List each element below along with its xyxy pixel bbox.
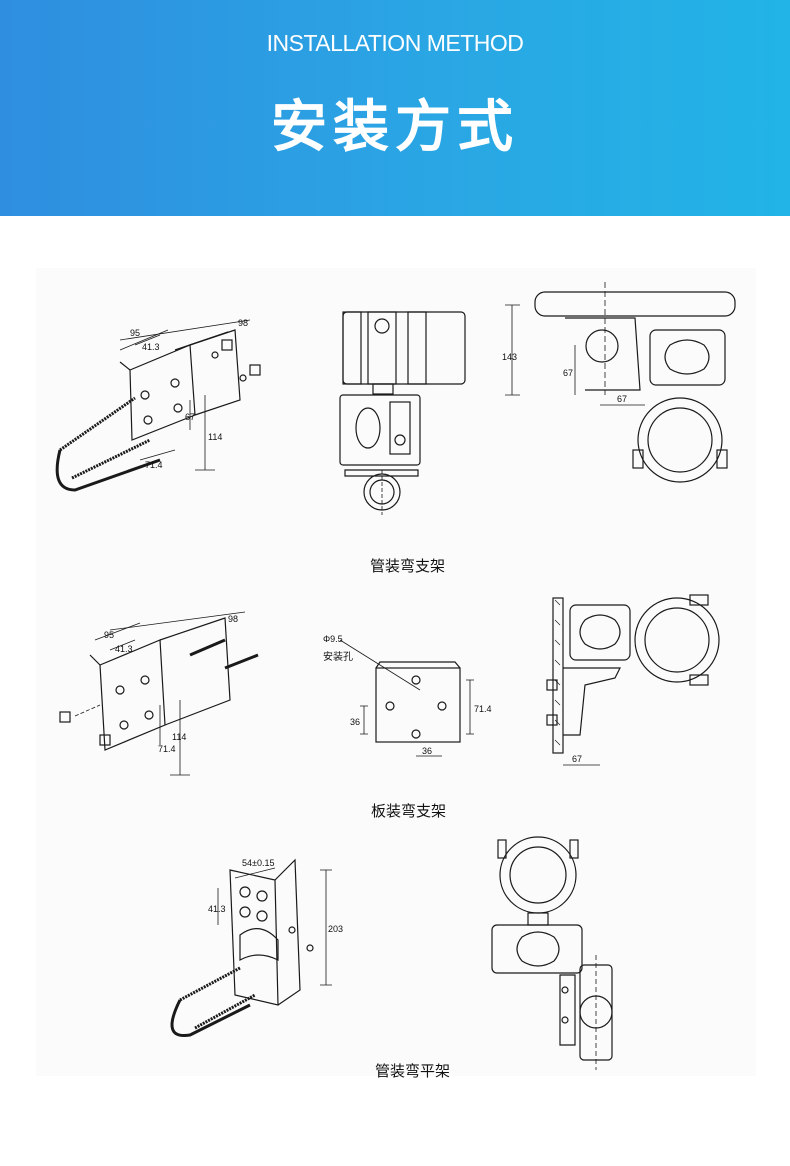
dim-41-3: 41.3	[142, 342, 160, 352]
dim-98: 98	[238, 318, 248, 328]
dim-hole-diameter: Φ9.5	[323, 634, 343, 644]
drawing-panel	[36, 268, 756, 1076]
dim-114: 114	[208, 432, 222, 442]
pipe-mount-side-view	[505, 282, 736, 483]
dim-36-horizontal: 36	[422, 746, 432, 756]
header-banner: INSTALLATION METHOD 安装方式	[0, 0, 790, 216]
title-english: INSTALLATION METHOD	[266, 30, 524, 56]
dim-67-wall: 67	[572, 754, 582, 764]
dim-54: 54±0.15	[242, 858, 274, 868]
wall-mount-side-view	[546, 594, 720, 766]
dim-67: 67	[185, 412, 195, 422]
vertical-pipe-assembly	[491, 836, 613, 1070]
transmitter-front-view	[339, 311, 466, 515]
caption-plate-bend-bracket: 板装弯支架	[371, 802, 447, 820]
dim-143: 143	[502, 352, 517, 362]
dim-36-vertical: 36	[350, 717, 360, 727]
mounting-hole-label: 安装孔	[323, 650, 353, 663]
dim-95-plate: 95	[104, 630, 114, 640]
caption-pipe-bend-bracket: 管装弯支架	[370, 557, 446, 575]
dim-71-4-plate: 71.4	[158, 744, 176, 754]
dim-71-4-hole: 71.4	[474, 704, 492, 714]
mounting-hole-plate	[339, 639, 474, 757]
dim-41-3-plate: 41.3	[115, 644, 133, 654]
title-chinese: 安装方式	[271, 95, 519, 160]
dim-98-plate: 98	[228, 614, 238, 624]
flat-pipe-bracket-drawing	[170, 858, 332, 1038]
dim-203: 203	[328, 924, 343, 934]
dim-114-plate: 114	[172, 732, 186, 742]
dim-67-horizontal: 67	[617, 394, 627, 404]
pipe-bracket-drawing	[55, 319, 261, 492]
dim-41-3-flat: 41.3	[208, 904, 226, 914]
dim-95: 95	[130, 328, 140, 338]
dim-71-4: 71.4	[145, 460, 163, 470]
caption-pipe-flat-bracket: 管装弯平架	[375, 1062, 451, 1080]
plate-bracket-drawing	[59, 611, 259, 776]
dim-67-vertical: 67	[563, 368, 573, 378]
